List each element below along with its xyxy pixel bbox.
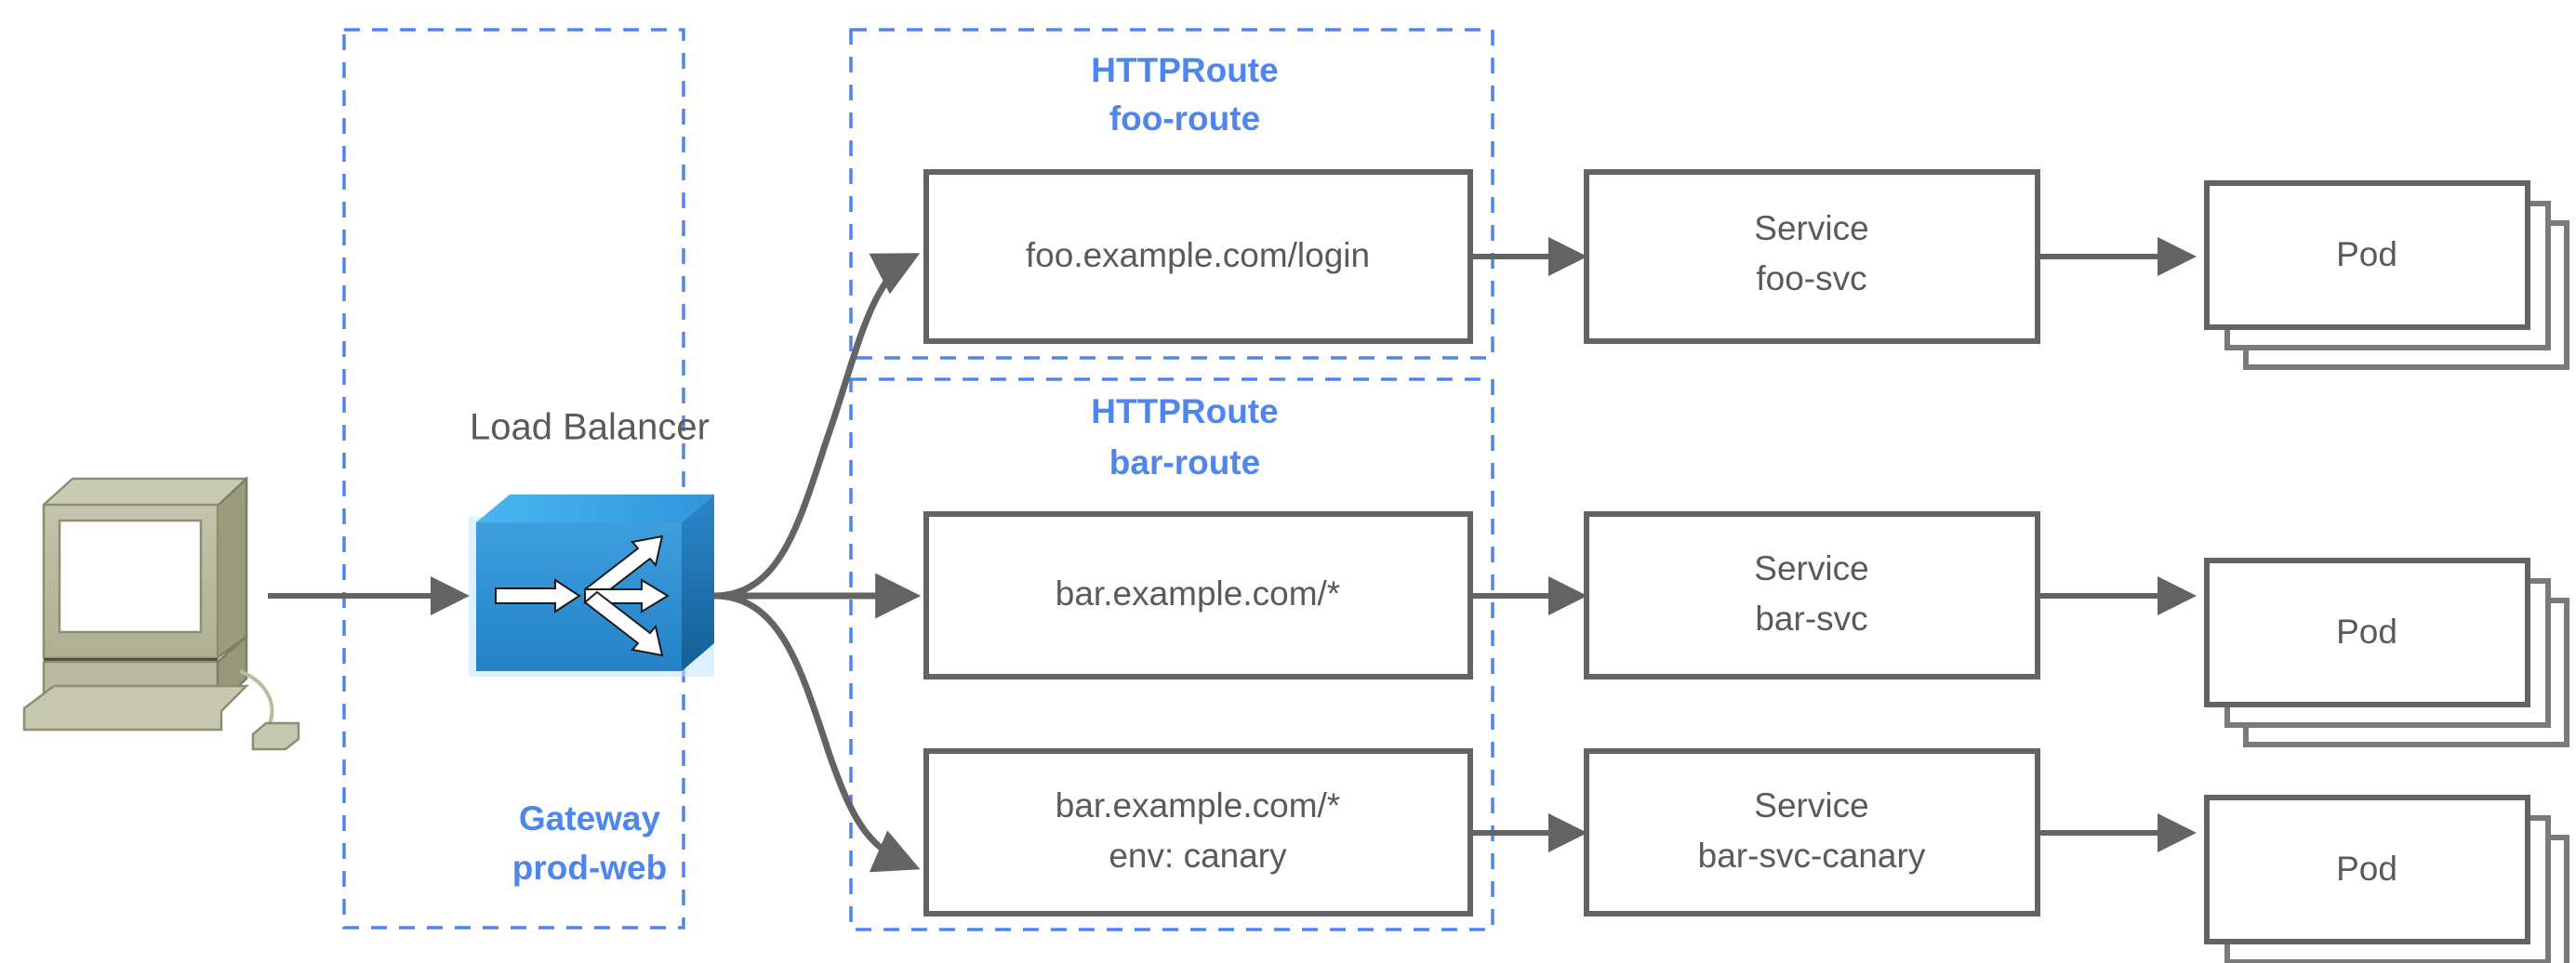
group-label-foo-route-kind: HTTPRoute <box>1091 51 1278 89</box>
edge-gateway-to-canary-rule <box>713 592 921 873</box>
pod-label-bar: Pod <box>2336 613 2397 651</box>
route-rule-label-bar-canary-host: bar.example.com/* <box>1056 786 1340 824</box>
row-foo: foo.example.com/login Service foo-svc Po… <box>923 169 2569 370</box>
group-boundary-bar-route <box>849 377 1494 931</box>
pod-label-foo: Pod <box>2336 235 2397 273</box>
load-balancer-icon <box>469 495 714 677</box>
pod-stack-foo[interactable]: Pod <box>2204 180 2569 370</box>
service-box-bar-svc[interactable] <box>1584 511 2040 679</box>
group-boundary-foo-route <box>849 28 1494 360</box>
route-rule-label-foo: foo.example.com/login <box>1026 236 1370 274</box>
group-label-foo-route: HTTPRoute foo-route <box>1091 51 1278 138</box>
load-balancer-caption: Load Balancer <box>470 407 710 448</box>
pod-stack-bar[interactable]: Pod <box>2204 558 2569 747</box>
service-box-foo-svc[interactable] <box>1584 169 2040 344</box>
service-box-bar-svc-canary[interactable] <box>1584 748 2040 917</box>
service-kind-bar-svc: Service <box>1754 549 1868 587</box>
group-label-foo-route-name: foo-route <box>1109 99 1260 138</box>
route-rule-box-bar-canary[interactable] <box>923 748 1473 917</box>
edge-gateway-to-foo-rule <box>713 253 921 600</box>
pod-stack-bar-canary[interactable]: Pod <box>2204 795 2569 963</box>
pod-box-bar-canary[interactable] <box>2204 795 2530 944</box>
group-boundary-gateway <box>342 28 685 930</box>
lb-arrow-in <box>495 578 581 613</box>
service-kind-bar-svc-canary: Service <box>1754 786 1868 824</box>
route-rule-label-bar: bar.example.com/* <box>1056 574 1340 613</box>
service-name-foo-svc: foo-svc <box>1756 259 1866 297</box>
client-computer-icon <box>22 476 300 751</box>
route-rule-box-bar[interactable] <box>923 511 1473 679</box>
pod-box-foo[interactable] <box>2204 180 2530 330</box>
group-label-gateway-kind: Gateway <box>519 799 661 838</box>
group-label-gateway-name: prod-web <box>512 849 667 887</box>
row-bar: bar.example.com/* Service bar-svc Pod <box>923 511 2569 747</box>
service-name-bar-svc: bar-svc <box>1755 600 1867 638</box>
pod-label-bar-canary: Pod <box>2336 850 2397 888</box>
service-kind-foo-svc: Service <box>1754 209 1868 247</box>
route-rule-label-bar-canary-match: env: canary <box>1109 837 1287 875</box>
row-bar-canary: bar.example.com/* env: canary Service ba… <box>923 748 2569 963</box>
group-label-bar-route-kind: HTTPRoute <box>1091 392 1278 430</box>
group-label-bar-route-name: bar-route <box>1109 443 1260 482</box>
route-rule-box-foo[interactable] <box>923 169 1473 344</box>
group-label-gateway: Gateway prod-web <box>512 799 667 887</box>
service-name-bar-svc-canary: bar-svc-canary <box>1698 837 1926 875</box>
pod-box-bar[interactable] <box>2204 558 2530 707</box>
lb-arrow-out-down <box>583 590 664 657</box>
group-label-bar-route: HTTPRoute bar-route <box>1091 392 1278 482</box>
